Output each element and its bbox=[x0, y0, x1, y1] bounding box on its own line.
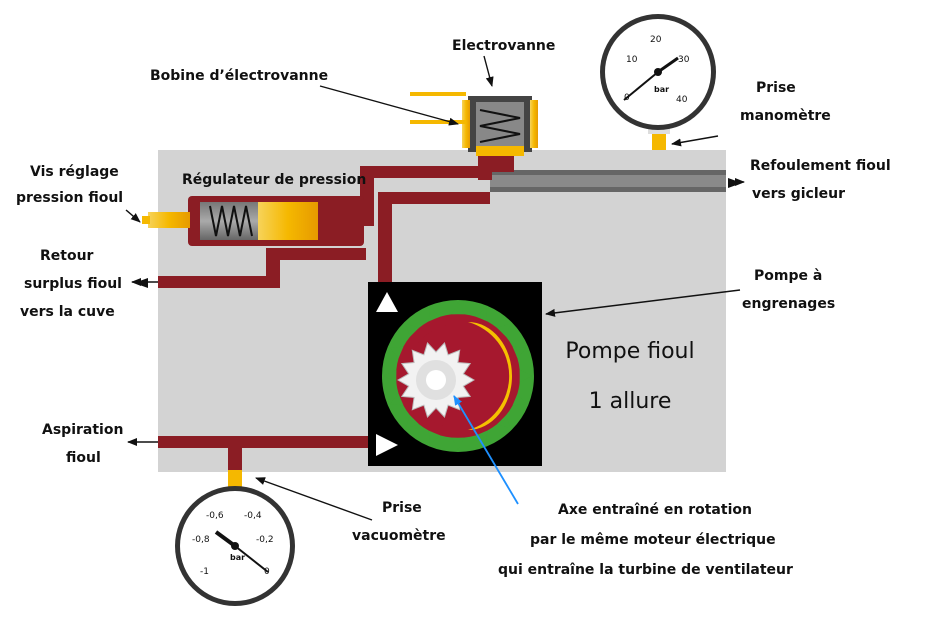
label-bobine: Bobine d’électrovanne bbox=[150, 68, 328, 84]
label-retour-1: Retour bbox=[40, 248, 94, 264]
gear-tooth bbox=[497, 323, 511, 337]
label-retour-3: vers la cuve bbox=[20, 304, 115, 320]
pump-title-line2: 1 allure bbox=[589, 389, 672, 414]
solenoid-valve bbox=[410, 92, 538, 156]
gear-tooth bbox=[451, 437, 465, 450]
manometer-tick-0: 0 bbox=[624, 93, 630, 103]
gear-tooth bbox=[428, 307, 441, 322]
label-prise-manometre-2: manomètre bbox=[740, 108, 831, 124]
gear-tooth bbox=[389, 393, 404, 406]
pump-title-line1: Pompe fioul bbox=[565, 339, 694, 364]
label-axe-2: par le même moteur électrique bbox=[530, 532, 776, 548]
label-axe-3: qui entraîne la turbine de ventilateur bbox=[498, 562, 793, 578]
gear-tooth bbox=[405, 323, 419, 337]
gear-tooth bbox=[497, 415, 511, 429]
label-pompe-engrenages-2: engrenages bbox=[742, 296, 835, 312]
label-vis-reglage-2: pression fioul bbox=[16, 190, 123, 206]
gear-tooth bbox=[389, 346, 404, 359]
manometer-gauge: bar 0 10 20 30 40 bbox=[600, 14, 716, 130]
vacuometer-unit: bar bbox=[230, 553, 245, 562]
manometer-tick-40: 40 bbox=[676, 95, 688, 105]
gear-tooth bbox=[451, 302, 465, 315]
gear-tooth bbox=[428, 430, 441, 445]
gear-tooth bbox=[475, 430, 488, 445]
axis-pointer bbox=[453, 395, 519, 505]
label-aspiration-2: fioul bbox=[66, 450, 101, 466]
label-prise-vacuometre-1: Prise bbox=[382, 500, 422, 516]
label-prise-manometre-1: Prise bbox=[756, 80, 796, 96]
label-electrovanne: Electrovanne bbox=[452, 38, 555, 54]
label-pompe-engrenages-1: Pompe à bbox=[754, 268, 822, 284]
adjustment-screw bbox=[142, 212, 190, 228]
vacuometer-tick-m02: -0,2 bbox=[256, 535, 274, 545]
gear-pump bbox=[368, 282, 542, 466]
manometer-tick-30: 30 bbox=[678, 55, 690, 65]
label-axe-1: Axe entraîné en rotation bbox=[558, 502, 752, 518]
leader-arrows bbox=[125, 55, 745, 521]
pressure-regulator bbox=[188, 196, 364, 246]
gear-tooth bbox=[512, 393, 527, 406]
manometer-tick-20: 20 bbox=[650, 35, 662, 45]
vacuometer-gauge: bar -1 -0,8 -0,6 -0,4 -0,2 0 bbox=[175, 486, 295, 606]
gear-tooth bbox=[512, 346, 527, 359]
vacuometer-tick-m06: -0,6 bbox=[206, 511, 224, 521]
gear-tooth bbox=[475, 307, 488, 322]
manometer-tick-10: 10 bbox=[626, 55, 638, 65]
gear-tooth bbox=[519, 369, 532, 383]
manometer-unit: bar bbox=[654, 85, 669, 94]
vacuometer-tick-m1: -1 bbox=[200, 567, 209, 577]
gear-tooth bbox=[405, 415, 419, 429]
label-vis-reglage-1: Vis réglage bbox=[30, 164, 119, 180]
label-refoulement-1: Refoulement fioul bbox=[750, 158, 891, 174]
vacuometer-tick-m04: -0,4 bbox=[244, 511, 262, 521]
label-retour-2: surplus fioul bbox=[24, 276, 122, 292]
label-regulateur: Régulateur de pression bbox=[182, 172, 366, 188]
label-prise-vacuometre-2: vacuomètre bbox=[352, 528, 446, 544]
gear-tooth bbox=[384, 369, 397, 383]
label-aspiration-1: Aspiration bbox=[42, 422, 123, 438]
vacuometer-tick-0: 0 bbox=[264, 567, 270, 577]
label-refoulement-2: vers gicleur bbox=[752, 186, 845, 202]
vacuometer-tick-m08: -0,8 bbox=[192, 535, 210, 545]
